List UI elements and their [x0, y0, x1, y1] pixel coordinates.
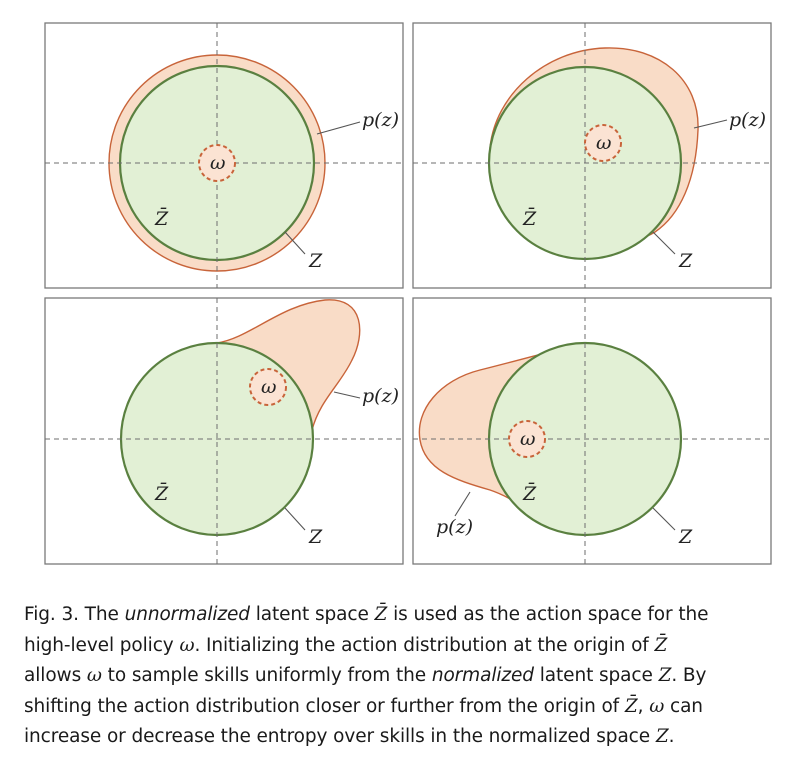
p-leader-line	[454, 491, 471, 517]
caption-text: . By	[671, 665, 707, 686]
omega-label: ω	[596, 132, 612, 154]
caption-line-4: shifting the action distribution closer …	[24, 692, 799, 723]
omega-label: ω	[210, 152, 226, 174]
figure-3: ω Z̄ p(z) Z ω Z̄ p(z) Z ω Z̄ p(z)	[44, 22, 772, 565]
z-leader-line	[284, 231, 306, 255]
panel-top-left: ω Z̄ p(z) Z	[44, 22, 404, 289]
z-label: Z	[678, 526, 693, 548]
zbar-label: Z̄	[522, 482, 537, 505]
panel-top-right: ω Z̄ p(z) Z	[412, 22, 772, 289]
caption-text: shifting the action distribution closer …	[24, 695, 625, 717]
caption-text: latent space	[249, 604, 375, 625]
zbar-label: Z̄	[154, 482, 169, 505]
omega-policy-ring	[508, 420, 546, 458]
caption-text: can	[664, 695, 703, 717]
caption-text: ,	[637, 695, 650, 717]
caption-math: Z	[658, 665, 672, 686]
z-leader-line	[284, 507, 306, 531]
caption-line-3: allows ω to sample skills uniformly from…	[24, 661, 799, 692]
caption-math: Z̄	[624, 695, 638, 717]
z-label: Z	[308, 526, 323, 548]
zbar-label: Z̄	[154, 207, 169, 230]
caption-math: Z̄	[654, 634, 668, 656]
caption-emphasis: normalized	[431, 665, 534, 686]
p-leader-line	[316, 121, 361, 135]
z-leader-line	[652, 231, 676, 255]
caption-math: ω	[649, 695, 665, 717]
caption-line-1: Fig. 3. The unnormalized latent space Z̄…	[24, 600, 799, 631]
p-label: p(z)	[362, 385, 399, 407]
omega-policy-ring	[198, 144, 236, 182]
caption-text: latent space	[533, 665, 659, 686]
z-leader-line	[652, 507, 676, 531]
z-label: Z	[308, 250, 323, 272]
caption-line-2: high-level policy ω. Initializing the ac…	[24, 631, 799, 662]
caption-text: . Initializing the action distribution a…	[194, 634, 655, 656]
p-label: p(z)	[362, 109, 399, 131]
omega-policy-ring	[249, 368, 287, 406]
p-leader-line	[333, 391, 361, 399]
omega-label: ω	[520, 428, 536, 450]
caption-text: is used as the action space for the	[387, 604, 709, 625]
caption-math: ω	[86, 665, 102, 686]
caption-math: Z	[655, 726, 669, 747]
caption-text: increase or decrease the entropy over sk…	[24, 726, 656, 747]
caption-line-5: increase or decrease the entropy over sk…	[24, 722, 799, 753]
panel-bottom-right: ω Z̄ p(z) Z	[412, 297, 772, 565]
caption-text: to sample skills uniformly from the	[101, 665, 432, 686]
zbar-label: Z̄	[522, 207, 537, 230]
p-label: p(z)	[729, 109, 766, 131]
caption-text: allows	[24, 665, 87, 686]
caption-math: ω	[179, 634, 195, 656]
omega-label: ω	[261, 376, 277, 398]
caption-emphasis: unnormalized	[124, 604, 250, 625]
caption-text: high-level policy	[24, 634, 180, 656]
caption-math: Z̄	[374, 604, 388, 625]
p-label: p(z)	[436, 516, 473, 538]
figure-caption: Fig. 3. The unnormalized latent space Z̄…	[24, 600, 799, 753]
p-leader-line	[693, 119, 728, 129]
caption-text: Fig. 3. The	[24, 604, 125, 625]
z-label: Z	[678, 250, 693, 272]
omega-policy-ring	[584, 124, 622, 162]
caption-text: .	[668, 726, 675, 747]
panel-bottom-left: ω Z̄ p(z) Z	[44, 297, 404, 565]
